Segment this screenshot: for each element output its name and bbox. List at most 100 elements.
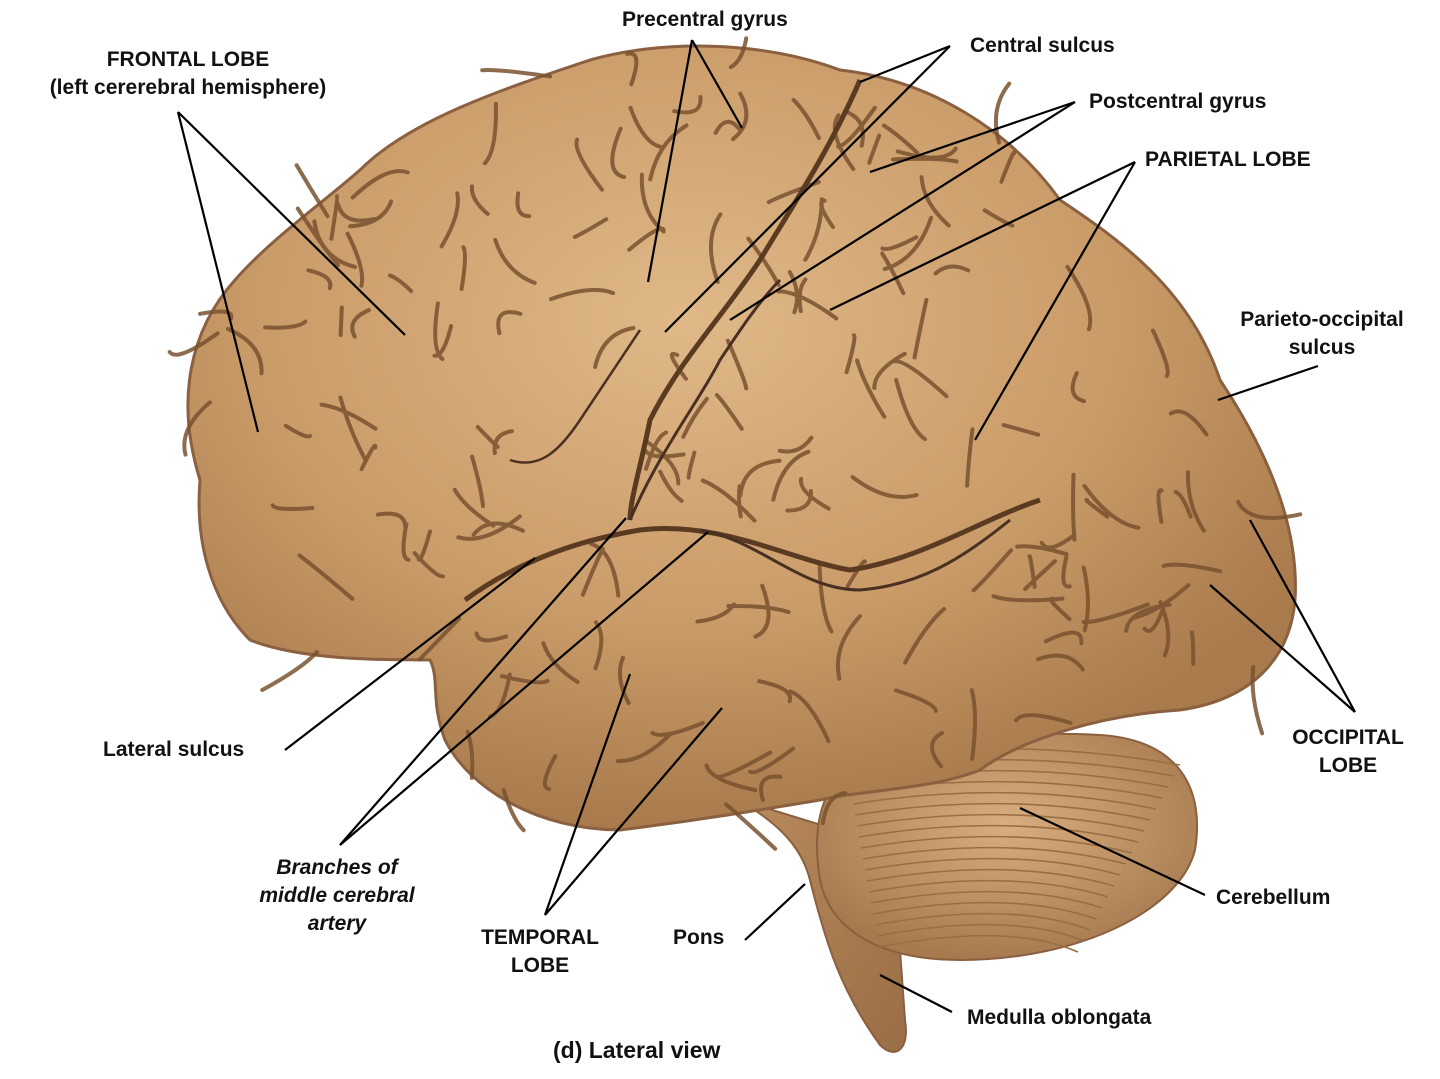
leader-parietal-1	[829, 161, 1136, 311]
gyrus-fold	[1161, 562, 1223, 574]
gyrus-fold	[894, 688, 938, 713]
gyrus-fold	[283, 423, 312, 439]
gyrus-fold	[872, 351, 907, 390]
gyrus-fold	[610, 126, 626, 179]
gyrus-fold	[492, 429, 514, 456]
gyrus-fold	[731, 91, 749, 142]
gyrus-fold	[1071, 472, 1077, 542]
label-occipital-lobe-1: OCCIPITAL	[1292, 726, 1404, 749]
leader-lateral-sulcus	[284, 557, 536, 751]
gyrus-fold	[401, 522, 411, 562]
gyrus-fold	[713, 119, 743, 135]
gyrus-fold	[644, 430, 669, 471]
gyrus-fold	[1061, 555, 1072, 589]
gyrus-fold	[1151, 328, 1170, 378]
label-branches-mca: Branches of middle cerebral artery	[232, 854, 442, 938]
gyrus-fold	[1081, 602, 1150, 625]
gyrus-fold	[1043, 630, 1084, 646]
gyrus-fold	[439, 191, 460, 249]
gyrus-fold	[835, 614, 862, 681]
gyrus-fold	[263, 319, 308, 330]
gyrus-fold	[348, 199, 394, 229]
leader-precentral-1	[646, 39, 694, 283]
gyrus-fold	[501, 788, 526, 833]
label-temporal-lobe: TEMPORAL LOBE	[465, 924, 615, 980]
gyrus-fold	[480, 68, 553, 79]
gyrus-fold	[515, 191, 532, 219]
gyrus-fold	[999, 150, 1017, 184]
gyrus-fold	[844, 109, 865, 148]
leader-cerebellum	[1019, 807, 1206, 896]
label-parieto-occipital-1: Parieto-occipital	[1240, 308, 1404, 331]
leader-central-1	[859, 44, 951, 84]
gyrus-fold	[345, 231, 365, 288]
gyrus-fold	[294, 163, 330, 219]
cerebellum-folium	[866, 868, 1115, 887]
leader-lines	[176, 39, 1356, 1013]
gyrus-fold	[572, 217, 609, 239]
gyrus-fold	[260, 650, 319, 692]
cerebellum-folium	[878, 934, 1079, 953]
leader-branches-2	[339, 531, 709, 846]
gyrus-fold	[456, 514, 522, 541]
label-frontal-lobe-title: FRONTAL LOBE	[106, 48, 270, 71]
gyrus-fold	[903, 607, 947, 665]
lateral-sulcus-line	[463, 497, 1041, 603]
gyrus-fold	[1168, 409, 1209, 437]
cerebellum-folium	[864, 857, 1121, 876]
gyrus-fold	[1035, 653, 1085, 672]
gyrus-fold	[832, 113, 856, 171]
gyrus-fold	[433, 301, 445, 362]
gyrus-fold	[725, 338, 749, 391]
gyrus-fold	[1001, 423, 1041, 437]
gyrus-fold	[971, 548, 1013, 593]
central-sulcus-line	[627, 79, 863, 521]
gyrus-fold	[198, 309, 234, 321]
cerebellum-folium	[876, 923, 1085, 942]
gyrus-fold	[930, 731, 944, 769]
gyrus-fold	[549, 287, 615, 302]
gyrus-fold	[574, 137, 604, 192]
gyrus-fold	[589, 541, 621, 598]
gyrus-fold	[919, 175, 951, 228]
gyrus-fold	[1173, 490, 1193, 519]
gyrus-fold	[1014, 713, 1073, 725]
gyrus-fold	[493, 237, 537, 285]
gyrus-fold	[617, 655, 631, 705]
gyrus-fold	[753, 583, 771, 639]
gyrus-fold	[297, 553, 355, 601]
label-cerebellum: Cerebellum	[1216, 886, 1331, 909]
gyrus-fold	[1156, 488, 1164, 524]
gyrus-fold	[777, 435, 814, 454]
gyrus-fold	[1142, 606, 1165, 633]
label-temporal-lobe-1: TEMPORAL	[481, 926, 599, 949]
label-parietal-lobe: PARIETAL LOBE	[1145, 148, 1311, 171]
gyrus-fold	[728, 36, 749, 70]
gyrus-fold	[912, 297, 929, 360]
gyrus-fold	[965, 427, 975, 488]
gyrus-fold	[738, 458, 782, 498]
label-pons: Pons	[673, 926, 725, 949]
leader-precentral-2	[691, 39, 743, 129]
gyrus-fold	[880, 235, 919, 252]
gyrus-fold	[724, 802, 778, 851]
leader-parieto-occipital	[1217, 364, 1319, 402]
gyrus-fold	[1131, 583, 1191, 620]
gyrus-fold	[1250, 665, 1265, 736]
gyrus-fold	[708, 212, 723, 284]
gyrus-fold	[616, 732, 673, 764]
gyrus-fold	[776, 289, 839, 321]
leader-frontal-2	[176, 111, 260, 433]
label-frontal-lobe-sub: (left cererebral hemisphere)	[49, 76, 327, 99]
gyrus-fold	[700, 478, 757, 523]
gyrus-fold	[704, 763, 758, 793]
leader-pons	[744, 883, 806, 941]
gyrus-fold	[1236, 499, 1303, 520]
cerebellum-folium	[872, 901, 1097, 920]
gyrus-fold	[817, 564, 834, 634]
gyrus-fold	[798, 477, 831, 511]
gyrus-fold	[758, 774, 783, 802]
label-temporal-lobe-2: LOBE	[510, 954, 570, 977]
label-frontal-lobe: FRONTAL LOBE (left cererebral hemisphere…	[18, 46, 358, 102]
